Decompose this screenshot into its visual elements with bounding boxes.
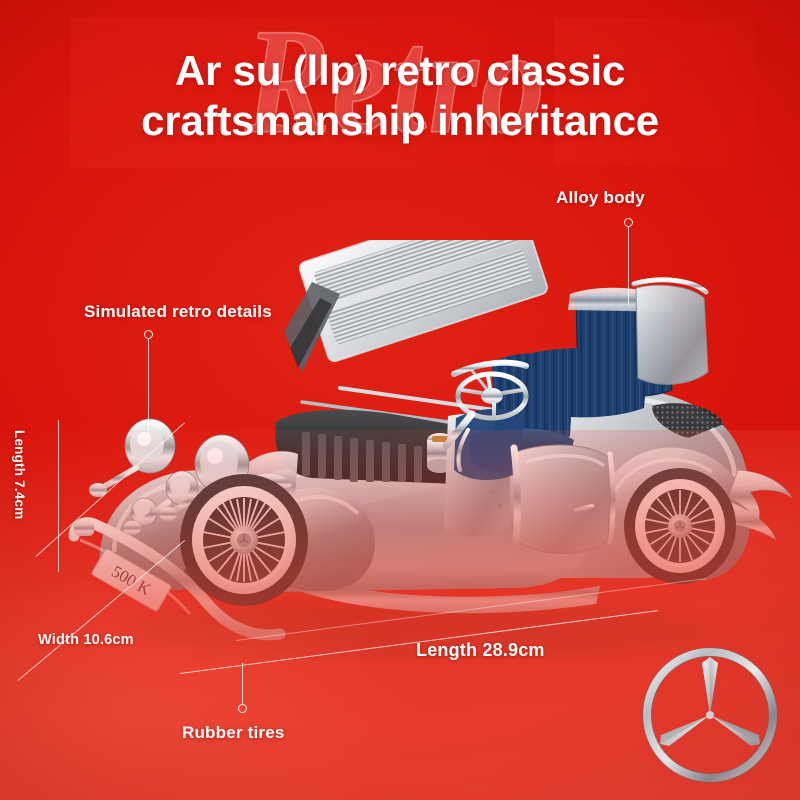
callout-label-alloy-body: Alloy body	[556, 188, 645, 207]
callout-label-rubber-tires: Rubber tires	[182, 723, 285, 742]
dimension-label-width: Width 10.6cm	[38, 632, 134, 648]
callout-marker-rubber-tires	[238, 704, 247, 713]
callout-label-retro-details: Simulated retro details	[84, 302, 272, 321]
page-title: Ar su (llp) retro classic craftsmanship …	[141, 47, 659, 144]
callout-marker-alloy-body	[624, 218, 633, 227]
mercedes-star-icon	[642, 647, 778, 783]
callout-leader-rubber-tires	[242, 663, 244, 705]
dimension-label-height: Length 7.4cm	[12, 430, 27, 520]
dimension-label-length: Length 28.9cm	[416, 640, 545, 660]
